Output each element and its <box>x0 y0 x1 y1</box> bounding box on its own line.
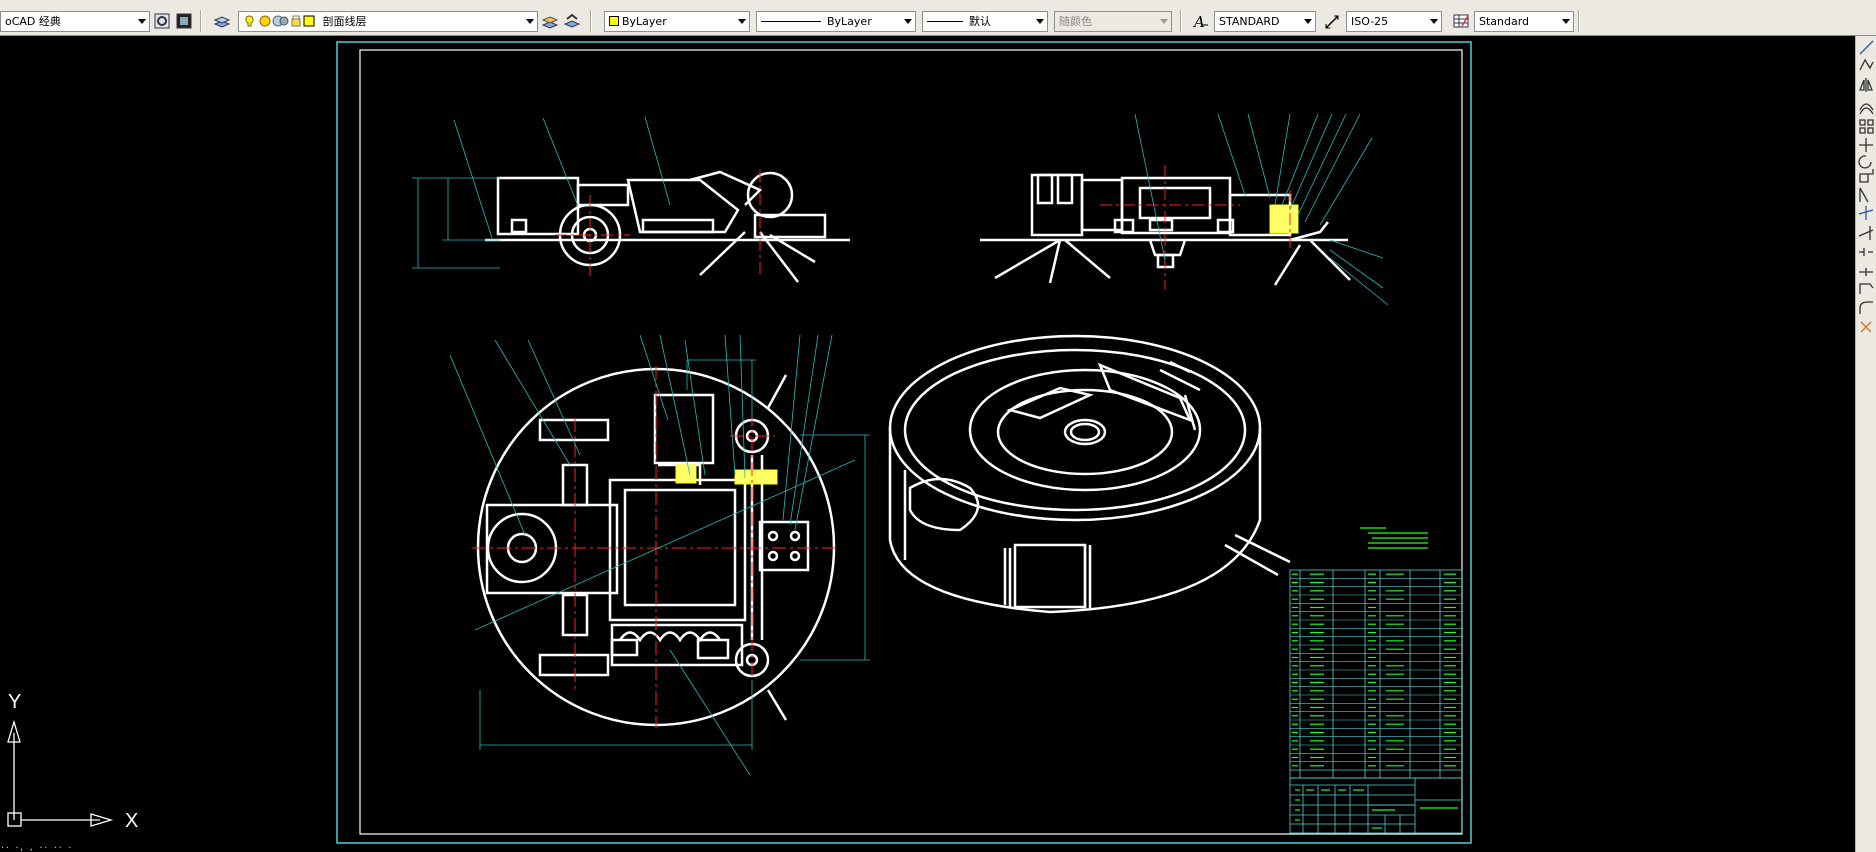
linetype-preview <box>761 21 821 22</box>
lineweight-preview <box>927 21 963 22</box>
side-view <box>485 170 850 283</box>
title-block-text <box>1295 789 1458 829</box>
polyline-tool-icon <box>1859 58 1874 71</box>
layer-dropdown[interactable]: 剖面线层 <box>238 11 538 32</box>
move-icon <box>1859 138 1873 152</box>
chevron-down-icon <box>1160 19 1168 24</box>
plotstyle-dropdown: 随颜色 <box>1054 11 1172 32</box>
separator <box>1180 10 1182 32</box>
sheet-outer-border <box>336 41 1472 844</box>
separator <box>200 10 202 32</box>
top-view-dimensions <box>449 334 870 776</box>
side-view-centerlines <box>555 170 761 278</box>
break-icon <box>1859 248 1873 256</box>
sheet-inner-border <box>359 49 1463 835</box>
chevron-down-icon <box>904 19 912 24</box>
chevron-down-icon <box>738 19 746 24</box>
layer-manager-icon[interactable] <box>213 12 231 30</box>
modify-tool-icons <box>1858 40 1874 333</box>
parts-list-table <box>1289 569 1463 779</box>
trim-icon <box>1858 206 1874 220</box>
make-current-icon[interactable] <box>541 12 559 30</box>
separator <box>590 10 592 32</box>
lineweight-value: 默认 <box>969 15 991 28</box>
chevron-down-icon <box>1036 19 1044 24</box>
array-icon <box>1859 119 1874 134</box>
text-style-icon[interactable]: A <box>1192 12 1210 30</box>
front-view-leaders <box>1134 113 1389 306</box>
ucs-y-label: Y <box>8 691 21 713</box>
parts-list-rows <box>1290 578 1462 762</box>
front-view <box>980 173 1351 286</box>
parts-list-text <box>1292 573 1456 767</box>
workspace-dropdown[interactable]: oCAD 经典 <box>0 11 150 32</box>
color-value: ByLayer <box>622 15 667 28</box>
color-dropdown[interactable]: ByLayer <box>604 11 750 32</box>
mirror-icon <box>1859 78 1873 92</box>
chevron-down-icon <box>1430 19 1438 24</box>
lineweight-dropdown[interactable]: 默认 <box>922 11 1048 32</box>
ucs-icon <box>7 719 114 827</box>
text-style-value: STANDARD <box>1219 15 1280 28</box>
layer-state-icons <box>245 15 315 27</box>
side-view-dimensions <box>412 116 671 269</box>
dim-style-value: ISO-25 <box>1351 15 1389 28</box>
color-swatch-icon <box>609 16 619 26</box>
title-block <box>1289 777 1463 834</box>
workspace-value: oCAD 经典 <box>5 15 61 28</box>
linetype-dropdown[interactable]: ByLayer <box>756 11 916 32</box>
dim-style-icon[interactable] <box>1324 12 1342 30</box>
drawing-canvas[interactable]: Y X <box>0 36 1855 852</box>
menu-strip <box>0 0 1876 7</box>
isometric-view <box>888 334 1291 614</box>
scale-icon <box>1859 169 1874 183</box>
layer-value: 剖面线层 <box>322 15 367 28</box>
separator <box>1578 10 1580 32</box>
tech-notes <box>1360 527 1428 549</box>
dim-style-dropdown[interactable]: ISO-25 <box>1346 11 1442 32</box>
stretch-icon <box>1859 187 1869 203</box>
extend-icon <box>1858 226 1874 240</box>
front-view-hatched-part <box>1269 204 1299 234</box>
command-line-stub: ·· ·, , ·· ·· · <box>0 843 73 852</box>
table-style-value: Standard <box>1479 15 1530 28</box>
rotate-icon <box>1858 155 1872 169</box>
toolpalette-icon[interactable] <box>175 12 193 30</box>
plotstyle-value: 随颜色 <box>1059 15 1092 28</box>
linetype-value: ByLayer <box>827 15 872 28</box>
properties-toolbar: oCAD 经典 剖面线层 ByLayer ByLa <box>0 0 1876 36</box>
chevron-down-icon <box>138 19 146 24</box>
join-icon <box>1859 268 1873 276</box>
chevron-down-icon <box>1304 19 1312 24</box>
layer-previous-icon[interactable] <box>563 12 581 30</box>
ucs-x-label: X <box>125 810 138 832</box>
chamfer-icon <box>1859 283 1874 294</box>
top-view-centerlines <box>472 366 835 728</box>
workspace-settings-icon[interactable] <box>153 12 171 30</box>
chevron-down-icon <box>526 19 534 24</box>
fillet-icon <box>1859 301 1873 314</box>
table-style-icon[interactable] <box>1452 12 1470 30</box>
layer-color-swatch-icon <box>303 15 315 27</box>
front-view-centerlines <box>1100 165 1291 290</box>
offset-icon <box>1859 103 1874 115</box>
sun-icon <box>259 15 271 27</box>
explode-icon <box>1860 321 1872 333</box>
table-style-dropdown[interactable]: Standard <box>1474 11 1574 32</box>
chevron-down-icon <box>1562 19 1570 24</box>
text-style-dropdown[interactable]: STANDARD <box>1214 11 1316 32</box>
line-tool-icon <box>1859 40 1874 55</box>
lightbulb-icon <box>245 15 254 27</box>
lock-icon <box>292 15 300 19</box>
modify-toolbar <box>1855 36 1876 852</box>
svg-text:A: A <box>1192 13 1205 30</box>
